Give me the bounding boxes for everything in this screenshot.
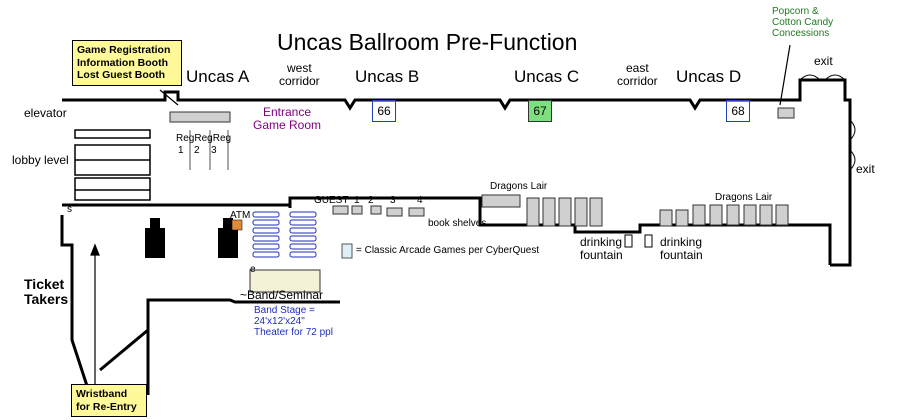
- dragons-lair-tables: [481, 194, 789, 227]
- lobby-level-label: lobby level: [12, 153, 69, 167]
- wristband-note: Wristband for Re-Entry: [71, 384, 147, 418]
- concessions-stand: [777, 107, 795, 119]
- guest-label: GUEST: [314, 195, 349, 206]
- elevator-label: elevator: [24, 106, 67, 120]
- lobby-ramp: [99, 328, 149, 372]
- room-uncas-d: Uncas D: [676, 67, 742, 86]
- walls: [60, 78, 852, 397]
- page-title: Uncas Ballroom Pre-Function: [277, 29, 578, 55]
- reg-number-1: 1: [178, 145, 184, 156]
- pointer-arrows: [90, 44, 791, 385]
- east-corridor-label: east corridor: [617, 61, 658, 89]
- exit-right-label: exit: [856, 162, 875, 176]
- west-corridor-label: west corridor: [279, 61, 320, 89]
- booth-68: 68: [726, 100, 750, 122]
- dragons-lair-label-2: Dragons Lair: [715, 192, 773, 203]
- ticket-takers-label: Ticket Takers: [24, 276, 69, 308]
- booth-66: 66: [372, 100, 396, 122]
- entrance-game-room-label: Entrance Game Room: [253, 105, 322, 133]
- arcade-legend-swatch: [341, 243, 353, 259]
- dragons-lair-label-1: Dragons Lair: [490, 181, 548, 192]
- band-stage-note: Band Stage = 24'x12'x24" Theater for 72 …: [254, 305, 333, 338]
- registration-tables: [169, 111, 231, 170]
- reg-number-2: 2: [194, 145, 200, 156]
- guest-tables: [332, 205, 425, 217]
- exit-top-label: exit: [814, 54, 833, 68]
- guest-number-1: 1: [354, 195, 360, 206]
- guest-number-2: 2: [368, 195, 374, 206]
- atm-box: [231, 219, 243, 231]
- room-uncas-c: Uncas C: [514, 67, 580, 86]
- drinking-fountain-icon-1: [624, 234, 633, 248]
- pillars: [145, 218, 238, 258]
- escalators: [74, 129, 151, 201]
- e-label: e: [250, 264, 256, 275]
- exit-doors: [799, 74, 856, 171]
- reg-number-3: 3: [211, 145, 217, 156]
- band-seminar-label: ~Band/Seminar: [240, 288, 324, 302]
- booth-67: 67: [528, 100, 552, 122]
- s-label: s: [67, 204, 72, 215]
- atm-label: ATM: [230, 210, 251, 221]
- arcade-legend-label: = Classic Arcade Games per CyberQuest: [356, 245, 540, 256]
- reg-labels: RegRegReg: [176, 133, 232, 144]
- room-uncas-a: Uncas A: [186, 67, 250, 86]
- drinking-fountain-label-1: drinking fountain: [580, 235, 623, 263]
- guest-number-4: 4: [417, 195, 423, 206]
- book-shelves-label: book shelves: [428, 218, 487, 229]
- drinking-fountain-label-2: drinking fountain: [660, 235, 703, 263]
- north-wall: [62, 78, 852, 267]
- concessions-label: Popcorn & Cotton Candy Concessions: [772, 6, 834, 39]
- drinking-fountain-icon-2: [644, 234, 653, 248]
- room-uncas-b: Uncas B: [355, 67, 420, 86]
- band-stage: [249, 269, 321, 293]
- guest-number-3: 3: [390, 195, 396, 206]
- theater-seating: [252, 211, 317, 258]
- registration-note: Game Registration Information Booth Lost…: [72, 40, 182, 86]
